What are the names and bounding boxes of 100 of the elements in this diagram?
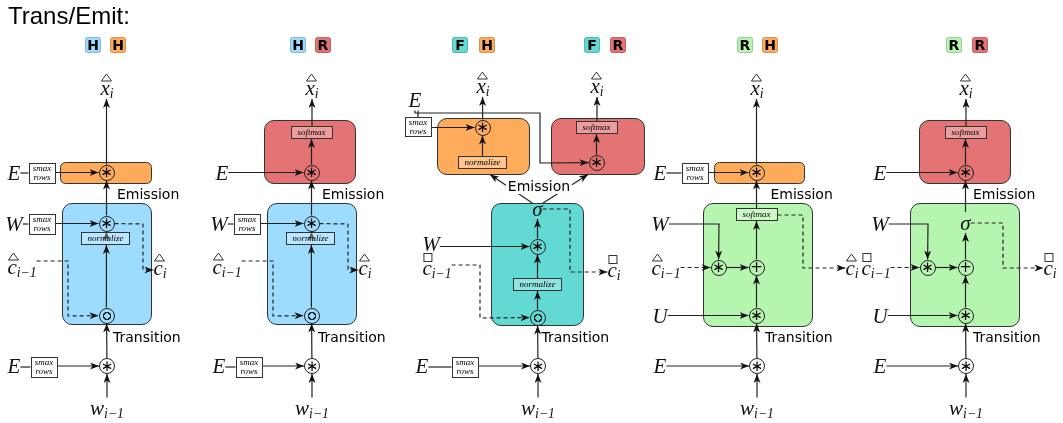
math-symbol: U [652, 305, 668, 327]
letter-badge: H [479, 37, 495, 53]
function-box: normalize [458, 156, 507, 169]
connector-line [417, 109, 419, 118]
arrow [667, 312, 750, 319]
connector-line [224, 366, 237, 368]
block-label: Transition [541, 328, 610, 345]
math-symbol: w$_{i−1}$ [740, 397, 774, 419]
arrow [593, 133, 600, 156]
letter-badge: H [290, 37, 306, 53]
connector-line [19, 366, 32, 368]
arrow [103, 373, 111, 399]
layer-box [551, 117, 645, 175]
arrow [753, 322, 761, 359]
ring-operator-circle [98, 307, 115, 324]
arrow [227, 169, 305, 176]
math-symbol: W [5, 213, 23, 235]
math-symbol: E [212, 355, 226, 377]
math-symbol: c$_{i}$ [1043, 258, 1057, 279]
math-symbol: c$_{i}$ [845, 258, 859, 279]
math-symbol: w$_{i−1}$ [90, 397, 124, 419]
function-box: smax rows [235, 356, 263, 378]
block-label: Transition [765, 329, 833, 345]
arrow [962, 274, 969, 309]
math-symbol: c$_{i}$ [358, 258, 372, 279]
letter-badge: R [610, 37, 626, 53]
letter-badge: H [762, 37, 778, 53]
math-symbol: W [210, 213, 228, 235]
math-symbol: W [871, 213, 889, 235]
block-label: Emission [505, 178, 573, 194]
dashed-arrow [318, 223, 359, 274]
math-symbol: c$_{i−1}$ [651, 258, 681, 279]
block-label: Transition [113, 329, 181, 345]
arrow [103, 322, 111, 359]
math-symbol: U [872, 305, 888, 327]
function-box: smax rows [28, 213, 56, 235]
arrow [308, 179, 315, 217]
letter-badge: F [452, 37, 468, 53]
arrow [753, 274, 760, 309]
arrow [753, 98, 760, 166]
math-symbol: W [422, 233, 440, 255]
arrow [479, 96, 487, 121]
dashed-arrow [890, 264, 921, 271]
function-box: smax rows [233, 213, 261, 235]
arrow [259, 220, 305, 227]
function-box: normalize [81, 232, 130, 245]
block-label: Emission [322, 186, 385, 202]
arrow [54, 169, 100, 176]
arrow [308, 98, 316, 127]
math-symbol: σ [532, 198, 543, 219]
arrow [962, 98, 970, 127]
math-symbol: x$_{i}$ [476, 76, 490, 97]
function-box: smax rows [30, 356, 58, 378]
arrow [308, 322, 316, 359]
math-symbol: w$_{i−1}$ [949, 397, 983, 419]
math-symbol: E [7, 162, 21, 184]
arrow [962, 179, 969, 213]
function-box: softmax [575, 121, 618, 134]
arrow [885, 169, 959, 176]
arrow [725, 264, 750, 271]
function-box: smax rows [681, 162, 709, 184]
arrow [542, 173, 589, 204]
arrow [534, 373, 542, 399]
math-symbol: E [653, 162, 667, 184]
arrow [753, 179, 760, 209]
block-label: Emission [973, 186, 1036, 202]
dashed-arrow [241, 260, 305, 320]
math-symbol: c$_{i}$ [607, 260, 621, 281]
arrow [668, 223, 723, 261]
math-symbol: σ [960, 212, 971, 233]
ring-operator-circle [529, 309, 546, 326]
dashed-arrow [970, 222, 1044, 272]
function-box: smax rows [451, 356, 479, 378]
connector-line [665, 172, 683, 174]
block-label: Emission [117, 186, 180, 202]
math-symbol: E [215, 162, 229, 184]
arrow [56, 362, 100, 370]
arrow [534, 253, 541, 279]
arrow [665, 362, 750, 370]
dashed-arrow [542, 208, 608, 276]
letter-badge: R [946, 37, 962, 53]
dashed-arrow [680, 264, 712, 271]
dashed-arrow [451, 264, 531, 322]
function-box: normalize [286, 232, 335, 245]
math-symbol: x$_{i}$ [959, 78, 973, 99]
arrow [885, 362, 959, 370]
connector-line [22, 223, 30, 225]
math-symbol: E [415, 355, 429, 377]
arrow [962, 232, 969, 261]
math-symbol: x$_{i}$ [305, 78, 319, 99]
arrow [477, 362, 531, 370]
letter-badge: R [737, 37, 753, 53]
connector-line [19, 172, 30, 174]
function-box: softmax [290, 126, 333, 139]
math-symbol: x$_{i}$ [750, 78, 764, 99]
arrow [307, 244, 315, 309]
letter-badge: R [315, 37, 331, 53]
arrow [753, 220, 760, 261]
math-symbol: E [408, 89, 422, 111]
function-box: softmax [944, 126, 987, 139]
